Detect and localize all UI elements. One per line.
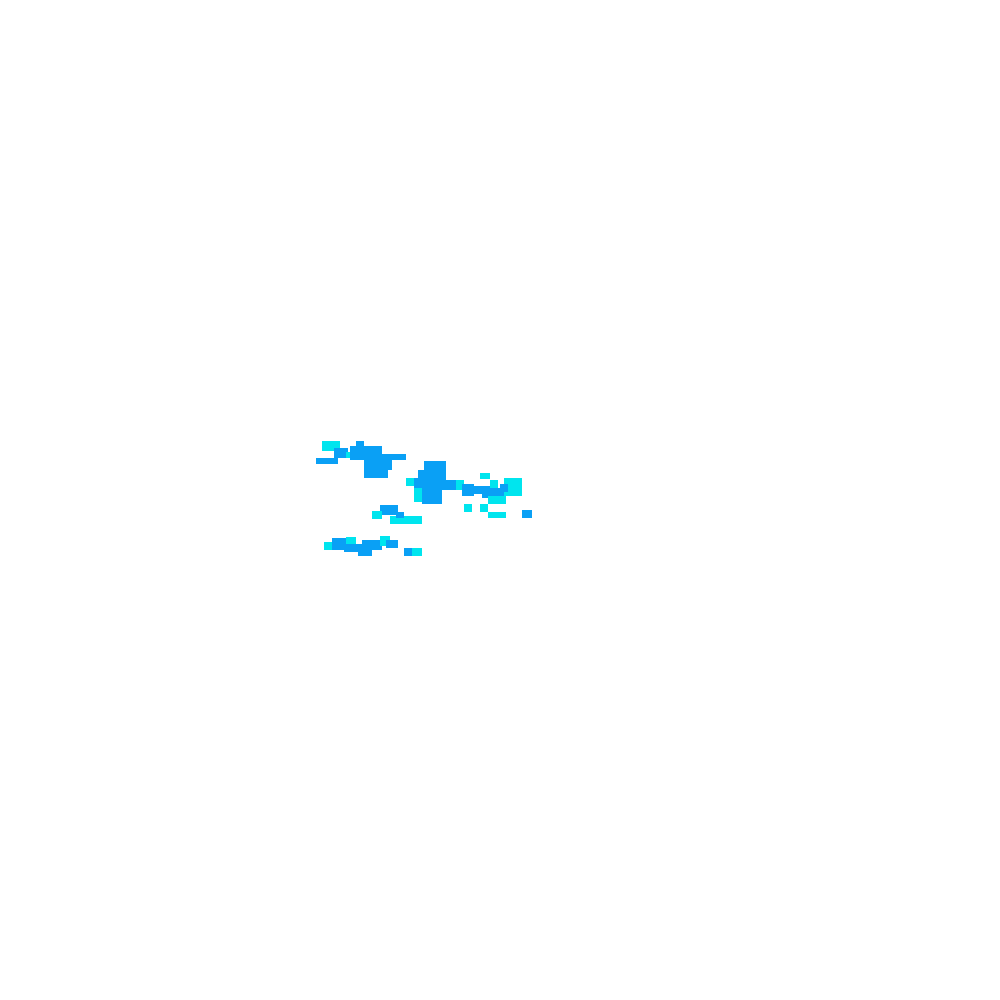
precip-cell-cyan: [480, 473, 490, 479]
precip-cell-blue: [462, 484, 474, 496]
precip-cell-blue: [358, 548, 372, 556]
precip-cell-blue: [404, 548, 416, 556]
precip-cell-blue: [472, 486, 490, 494]
precip-cell-blue: [396, 512, 404, 518]
precip-cell-cyan: [456, 480, 464, 490]
precip-cell-blue: [482, 488, 506, 498]
precip-cell-blue: [356, 441, 364, 447]
precip-cell-cyan: [346, 537, 356, 545]
precip-cell-blue: [362, 540, 382, 550]
precip-cell-blue: [424, 461, 446, 471]
precip-cell-cyan: [504, 478, 522, 496]
precip-cell-cyan: [480, 504, 488, 512]
precip-cell-blue: [344, 544, 370, 552]
precip-cell-cyan: [490, 480, 498, 488]
precip-cell-blue: [522, 510, 532, 518]
precip-cell-blue: [418, 470, 446, 480]
precip-cell-blue: [386, 540, 398, 548]
precip-cell-blue: [334, 448, 348, 458]
precip-cell-cyan: [412, 548, 422, 556]
precip-cell-cyan: [488, 496, 506, 504]
precip-cell-blue: [380, 505, 398, 515]
precip-cell-blue: [500, 484, 508, 492]
precip-cell-blue: [414, 478, 444, 490]
precip-cell-blue: [422, 488, 442, 504]
precip-cell-cyan: [464, 504, 472, 512]
precip-cell-blue: [364, 470, 388, 478]
precip-cell-cyan: [488, 512, 506, 518]
precip-cell-blue: [316, 458, 338, 464]
precip-cell-cyan: [372, 511, 382, 519]
precip-cell-blue: [380, 454, 406, 460]
precip-cell-cyan: [324, 542, 334, 550]
precip-cell-cyan: [322, 441, 340, 451]
precip-cell-cyan: [390, 516, 422, 524]
precip-cell-cyan: [406, 478, 416, 486]
precip-cell-blue: [440, 480, 460, 490]
precip-cell-cyan: [380, 536, 390, 546]
